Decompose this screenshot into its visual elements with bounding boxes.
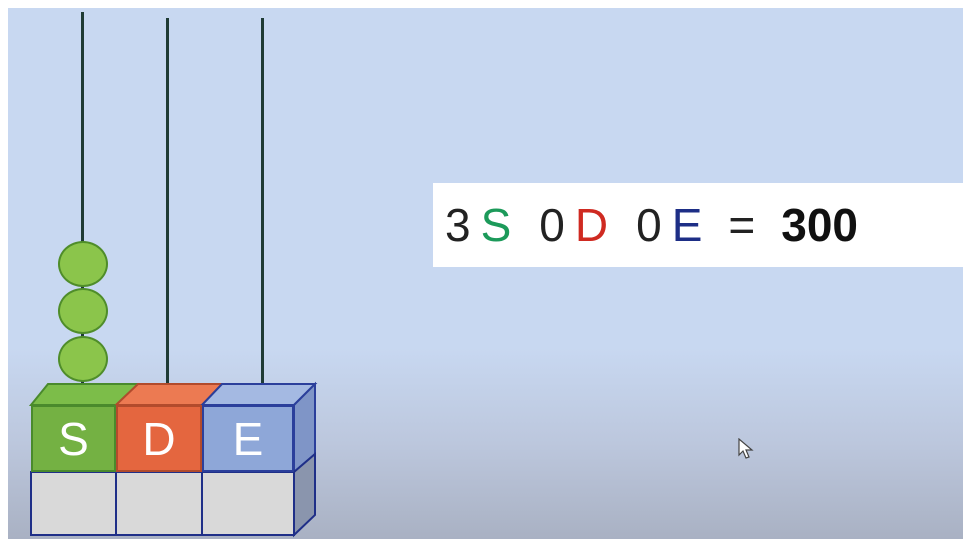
- block-label-d: D: [142, 412, 175, 466]
- block-face-d: D: [116, 405, 202, 472]
- block-lower-e: [202, 472, 294, 535]
- mouse-pointer-icon: [738, 438, 754, 460]
- ones-letter: E: [672, 198, 703, 252]
- hundreds-count: 3: [445, 198, 471, 252]
- tens-count: 0: [539, 198, 565, 252]
- hundreds-letter: S: [481, 198, 512, 252]
- block-label-e: E: [233, 412, 264, 466]
- block-lower-s: [31, 472, 116, 535]
- equals-sign: =: [728, 198, 755, 252]
- block-label-s: S: [58, 412, 89, 466]
- equation-box: 3 S 0 D 0 E = 300: [433, 183, 963, 267]
- block-face-s: S: [31, 405, 116, 472]
- tens-letter: D: [575, 198, 608, 252]
- block-lower-d: [116, 472, 202, 535]
- ones-count: 0: [636, 198, 662, 252]
- block-face-e: E: [202, 405, 294, 472]
- result-value: 300: [781, 198, 858, 252]
